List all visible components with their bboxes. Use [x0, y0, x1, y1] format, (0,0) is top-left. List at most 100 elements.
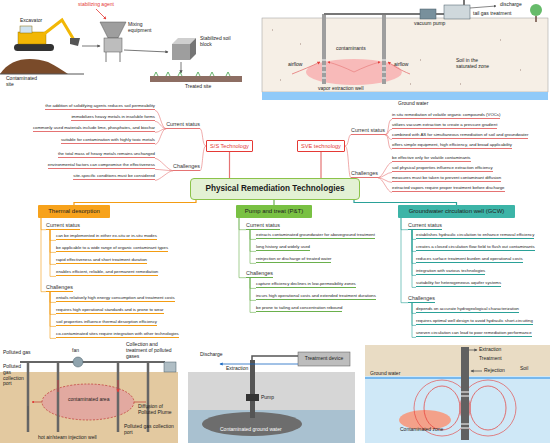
node-text: Groundwater circulation well (GCW) — [409, 208, 505, 215]
subtopic-item: rapid effectiveness and short treatment … — [56, 258, 147, 264]
groundwater-layer — [188, 410, 355, 443]
illustration-label: Extraction — [479, 347, 501, 353]
subtopic-item: offers simple equipment, high efficiency… — [392, 143, 512, 149]
subtopic-heading: Current status — [166, 121, 200, 129]
node-text: Pump and treat (P&T) — [245, 208, 303, 215]
technology-box: S/S Technology — [206, 140, 253, 152]
subtopic-item: soil properties influence thermal desorp… — [56, 320, 157, 326]
subtopic-item: the addition of solidifying agents reduc… — [45, 104, 155, 110]
soil-block-side — [190, 38, 196, 60]
subtopic-item: long history and widely used — [256, 245, 310, 251]
excavator-arm — [44, 20, 74, 40]
illustration-label: vapor extraction well — [318, 86, 364, 92]
subtopic-heading: Current status — [46, 222, 80, 230]
stack — [463, 0, 465, 5]
subtopic-heading: Current status — [408, 222, 442, 230]
tree-line — [239, 218, 256, 312]
illustration-label: Treated site — [185, 84, 211, 90]
illustration-label: Pump — [261, 395, 274, 401]
soil-layer — [0, 372, 178, 443]
subtopic-item: site-specific conditions must be conside… — [73, 174, 155, 180]
technology-box: Thermal desorption — [38, 205, 110, 218]
gas-treatment-unit — [164, 362, 176, 372]
airflow-arrow — [328, 62, 354, 72]
subtopic-item: creates a closed circulation flow field … — [416, 245, 535, 251]
illustration-label: Discharge — [200, 352, 223, 358]
subtopic-heading: Current status — [246, 222, 280, 230]
vacuum-pipe — [436, 13, 444, 15]
soil-layer — [188, 372, 355, 443]
airflow-arrow — [354, 62, 380, 72]
pump — [246, 394, 259, 401]
illustration-label: Ground water — [370, 371, 400, 377]
illustration-label: Polluted gas collection port — [124, 424, 176, 436]
illustration-label: Polluted gas collection port — [3, 364, 27, 387]
extraction-arrow — [469, 350, 477, 351]
contaminant-plume — [306, 59, 402, 85]
illustration-label: Contaminated ground water — [220, 427, 282, 433]
subtopic-item: utilizes vacuum extraction to create a p… — [392, 123, 497, 129]
illustration-label: stabilizing agent — [78, 2, 114, 8]
subtopic-item: can be implemented in either ex-situ or … — [56, 234, 157, 240]
node-text: Thermal desorption — [48, 208, 100, 215]
node-text: SVE technology — [301, 143, 341, 149]
node-text: Physical Remediation Technologies — [205, 184, 344, 193]
subtopic-item: combined with AS for simultaneous remedi… — [392, 133, 528, 139]
subtopic-heading: Challenges — [351, 170, 378, 178]
circulation-loop — [424, 386, 460, 430]
subtopic-item: enables efficient, reliable, and permane… — [56, 270, 158, 276]
excavator-bucket — [70, 38, 80, 46]
grass — [154, 72, 230, 76]
tree — [530, 4, 542, 16]
illustration-label: Treatment — [479, 356, 502, 362]
illustration-label: Collection and treatment of polluted gas… — [126, 342, 172, 359]
subtopic-heading: Challenges — [46, 284, 73, 292]
illustration-label: fan — [72, 348, 79, 354]
well-screen — [461, 392, 469, 428]
illustration-label: contaminated area — [68, 397, 109, 403]
contaminated-soil-pile — [0, 59, 68, 74]
rejection-arrow — [471, 371, 482, 372]
illustration-label: tail gas treatment — [473, 11, 511, 17]
ground-line — [0, 74, 84, 75]
tree-line — [401, 218, 416, 337]
airflow-arrow — [388, 62, 410, 74]
subtopic-item: commonly used materials include lime, ph… — [33, 126, 155, 132]
technology-box: Pump and treat (P&T) — [236, 205, 312, 218]
excavator-track — [14, 44, 54, 51]
node-text: S/S Technology — [210, 143, 249, 149]
subtopic-item: uneven circulation can lead to poor reme… — [416, 331, 532, 337]
subtopic-item: in situ remediation of volatile organic … — [392, 113, 500, 119]
subtopic-heading: Challenges — [408, 295, 435, 303]
excavator-body — [18, 32, 46, 44]
mixer-legs — [106, 52, 120, 62]
extraction-well — [322, 14, 326, 84]
technology-box: SVE technology — [297, 140, 345, 152]
soil-block-front — [172, 44, 190, 60]
process-arrow — [181, 62, 182, 73]
subtopic-item: extracted vapors require proper treatmen… — [392, 186, 505, 192]
illustration-label: Ground water — [398, 101, 428, 107]
circulation-well — [461, 347, 469, 440]
contaminated-zone — [42, 384, 134, 420]
subtopic-item: requires optimal well design to avoid hy… — [416, 319, 533, 325]
subtopic-item: co-contaminated sites require integratio… — [56, 332, 179, 338]
illustration-label: discharge — [500, 2, 522, 8]
subtopic-item: environmental factors can compromise the… — [48, 163, 155, 169]
branch-connector — [320, 152, 321, 178]
discharge-arrow — [220, 364, 298, 365]
gas-flow-arrow — [28, 406, 148, 420]
tree-line — [41, 218, 56, 338]
process-arrow — [124, 50, 168, 52]
illustration-label: Mixing equipment — [128, 22, 154, 34]
soil-layer — [365, 345, 550, 376]
process-arrow — [82, 46, 100, 47]
tree-trunk — [535, 16, 537, 22]
subtopic-item: soil physical properties influence extra… — [392, 166, 493, 172]
aquifer — [365, 345, 550, 443]
vacuum-pump — [420, 9, 436, 19]
root-topic: Physical Remediation Technologies — [190, 178, 360, 200]
soil-dots — [272, 30, 521, 84]
subtopic-item: suitable for contamination with highly t… — [61, 138, 155, 144]
water-table — [365, 378, 550, 379]
